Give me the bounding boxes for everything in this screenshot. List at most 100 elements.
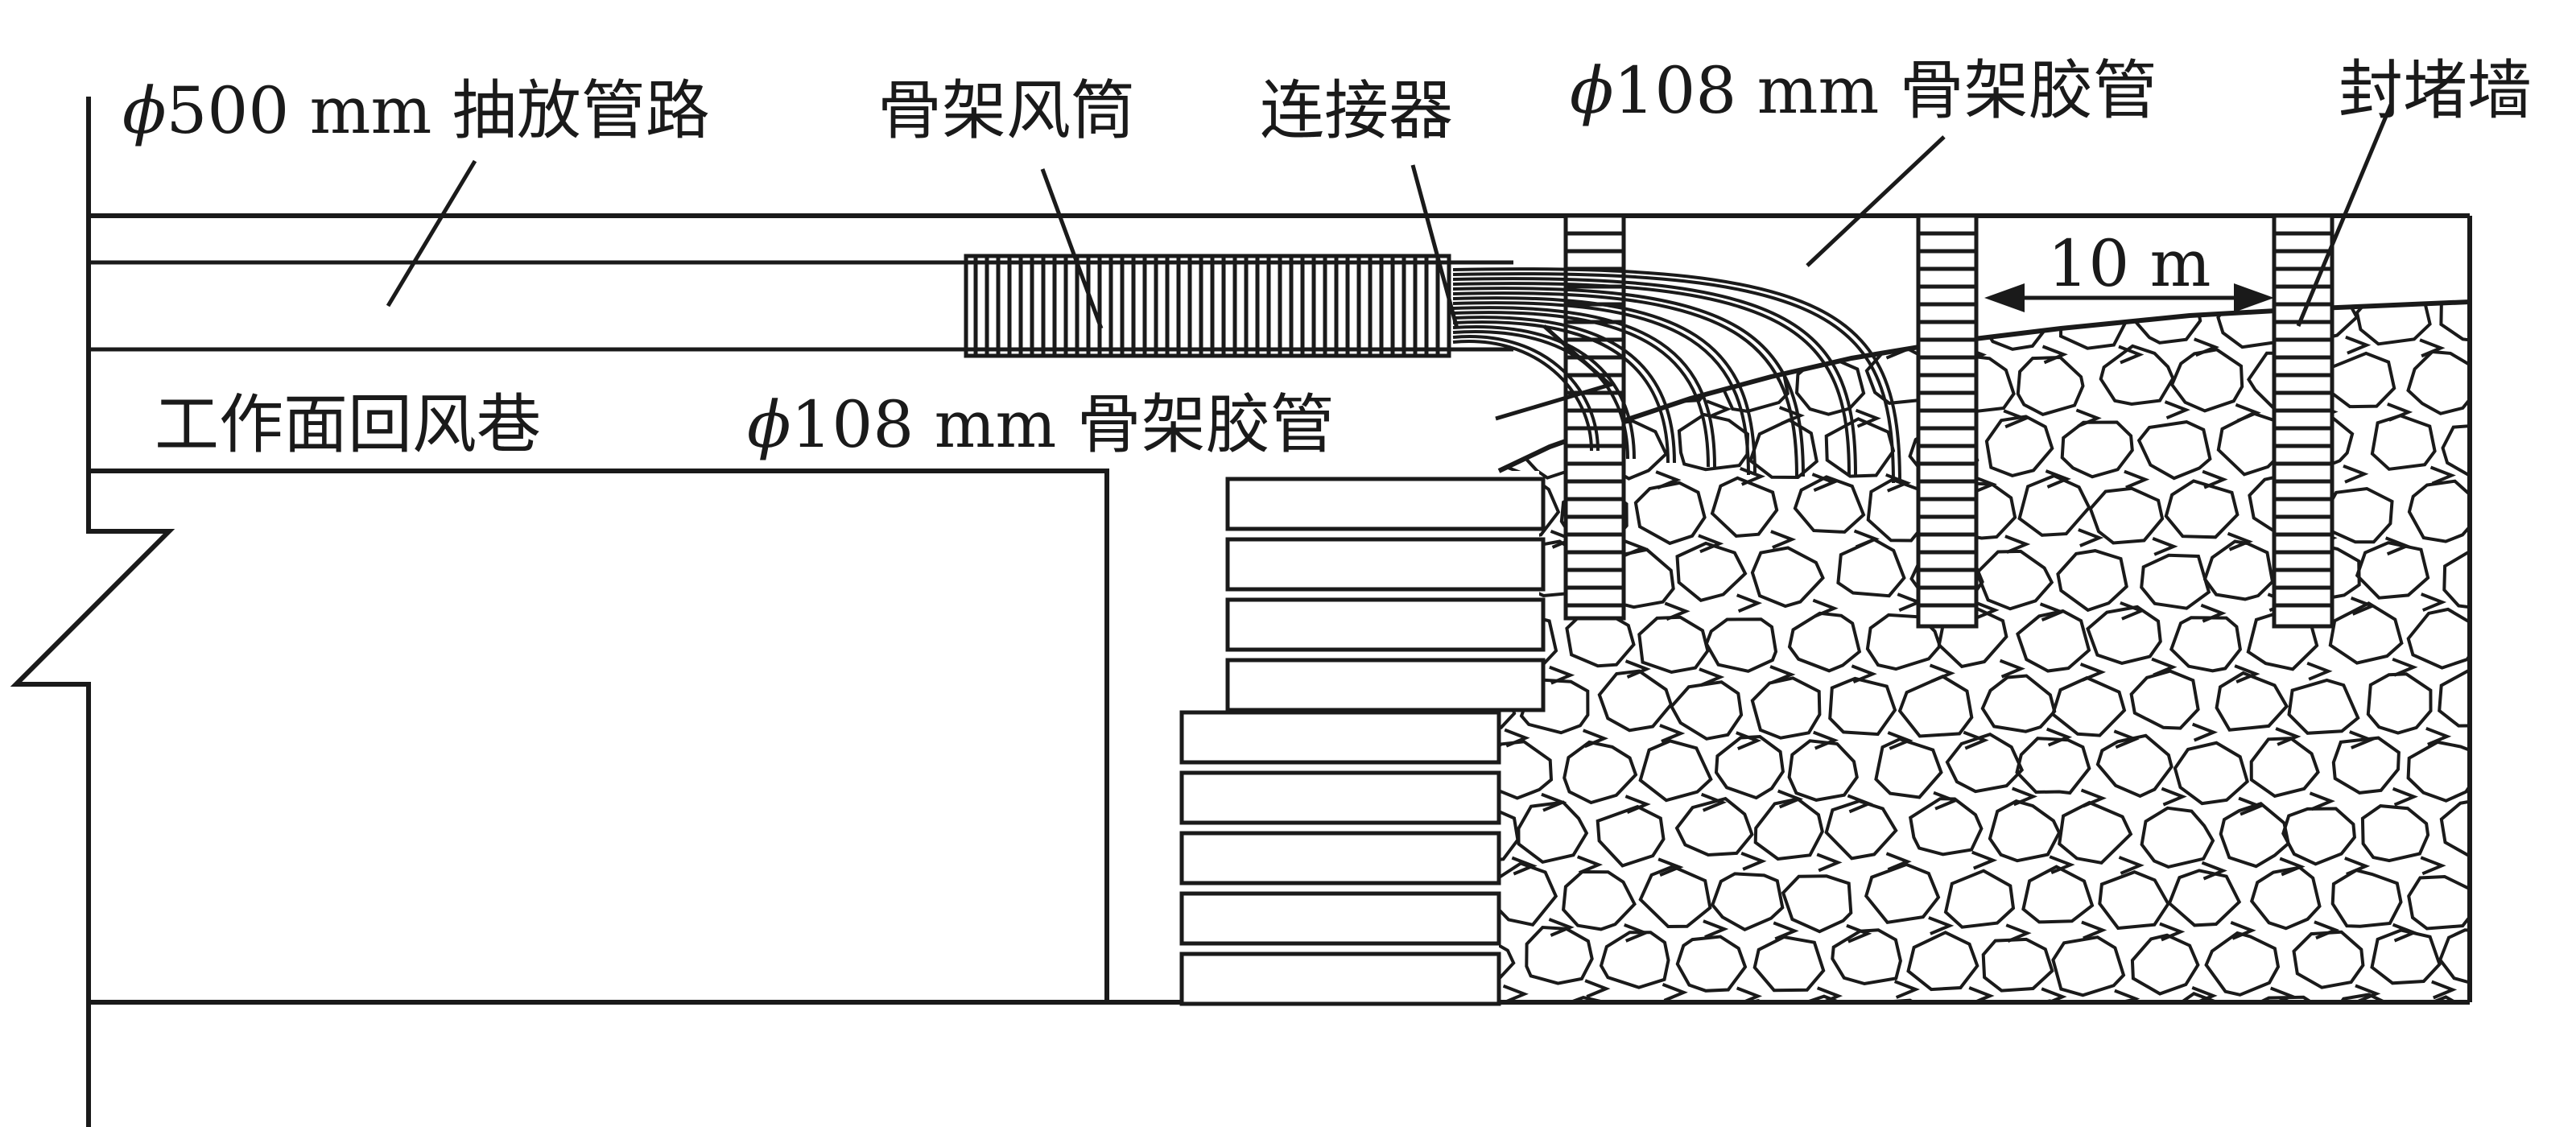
rock: [1748, 418, 1818, 480]
rock-fragment: [1659, 724, 1686, 743]
rock: [1714, 735, 1785, 800]
rock-fragment: [2499, 338, 2520, 354]
seal-wall: [1916, 213, 1979, 629]
label-hose-mid-phi: ϕ: [747, 387, 791, 462]
rock: [1525, 925, 1594, 985]
rock: [1677, 412, 1750, 472]
hose-line: [1452, 325, 1636, 460]
hose-line-inner: [1452, 320, 1670, 464]
rock: [1909, 797, 1984, 857]
rock: [1711, 872, 1785, 932]
rock: [2355, 541, 2430, 600]
rock-fragment: [2004, 535, 2031, 554]
rock-fragment: [2152, 536, 2178, 556]
rock-fragment: [1511, 856, 1538, 876]
rock-fragment: [2312, 1046, 2333, 1062]
rock-fragment: [2343, 464, 2369, 484]
rock-fragment: [2275, 727, 2301, 746]
rock-fragment: [2078, 528, 2104, 547]
rock: [2441, 423, 2470, 479]
rock-fragment: [1736, 986, 1763, 1002]
rock: [2407, 874, 2470, 931]
hose-line-inner: [1452, 340, 1593, 452]
rock: [2406, 349, 2470, 415]
rock: [2281, 807, 2356, 866]
rock: [1638, 865, 1712, 929]
rock: [2442, 548, 2470, 609]
seal-wall-frame: [2272, 213, 2334, 629]
rock: [1787, 611, 1862, 673]
skeleton-duct-body: [964, 254, 1451, 358]
rock: [1675, 935, 1748, 993]
support-blocks: [1179, 477, 1546, 1006]
rock-fragment: [1846, 923, 1872, 943]
rock: [1499, 411, 1512, 473]
rock-fragment: [2471, 407, 2492, 423]
left-break-line: [10, 97, 175, 1127]
rock: [2483, 1003, 2557, 1056]
rock-fragment: [2420, 856, 2446, 876]
rock: [2438, 928, 2470, 989]
rock: [1674, 796, 1754, 857]
rock: [1824, 799, 1898, 861]
rock: [1942, 1000, 2018, 1002]
label-seal-wall: 封堵墙: [2339, 53, 2532, 128]
dimension-arrow-right: [2234, 283, 2274, 312]
label-hose-mid-text: 108 mm 骨架胶管: [791, 387, 1335, 462]
rock-fragment: [2227, 531, 2253, 551]
rock: [2558, 997, 2576, 1051]
rock: [2215, 671, 2289, 732]
rock-fragment: [2124, 469, 2150, 489]
rock: [1750, 546, 1825, 609]
rock: [2370, 928, 2442, 985]
rock: [1499, 805, 1520, 863]
rock: [2331, 736, 2401, 795]
rock-fragment: [2545, 532, 2566, 548]
rock-fragment: [1705, 1055, 1726, 1071]
rock: [2482, 357, 2553, 410]
rubber-hoses: [1452, 267, 1901, 484]
rock-fragment: [2543, 407, 2564, 423]
rock: [2016, 355, 2085, 417]
rock: [2551, 617, 2576, 674]
rock-fragment: [2041, 345, 2068, 365]
rock-fragment: [1928, 916, 1955, 935]
rock: [2409, 995, 2470, 1002]
rock: [2484, 482, 2550, 539]
rock-fragment: [1963, 730, 1989, 750]
hose-line: [1452, 335, 1600, 452]
rock: [1897, 675, 1974, 738]
rock: [2088, 486, 2165, 545]
rock: [2439, 302, 2470, 345]
rock: [1710, 476, 1779, 538]
label-pipe-main-phi: ϕ: [122, 73, 167, 148]
rock-fragment: [2155, 1055, 2176, 1071]
rock: [2216, 411, 2292, 477]
rock-fragment: [2118, 856, 2145, 875]
rock: [2407, 479, 2470, 543]
rock: [2167, 869, 2242, 927]
rock-fragment: [2081, 920, 2107, 940]
rock: [2525, 416, 2576, 472]
rock: [2050, 675, 2127, 737]
rock: [1981, 937, 2054, 993]
hose-line-inner: [1452, 291, 1798, 477]
hose-line: [1452, 316, 1676, 464]
rock: [2219, 802, 2290, 869]
rock: [2330, 868, 2403, 928]
rock: [2526, 927, 2576, 984]
rock-fragment: [2201, 861, 2227, 881]
rock: [2292, 930, 2365, 989]
rock: [2557, 354, 2576, 409]
rock-fragment: [1617, 1049, 1638, 1065]
rock-fragment: [2541, 795, 2562, 811]
rock: [2551, 864, 2576, 923]
rock: [2017, 999, 2089, 1002]
rock: [2524, 679, 2576, 730]
hose-line: [1452, 296, 1757, 476]
rock-fragment: [2504, 983, 2525, 999]
rock-fragment: [2471, 663, 2492, 679]
rock: [2051, 935, 2126, 997]
rock: [2406, 740, 2470, 803]
label-connector: 连接器: [1260, 73, 1453, 148]
